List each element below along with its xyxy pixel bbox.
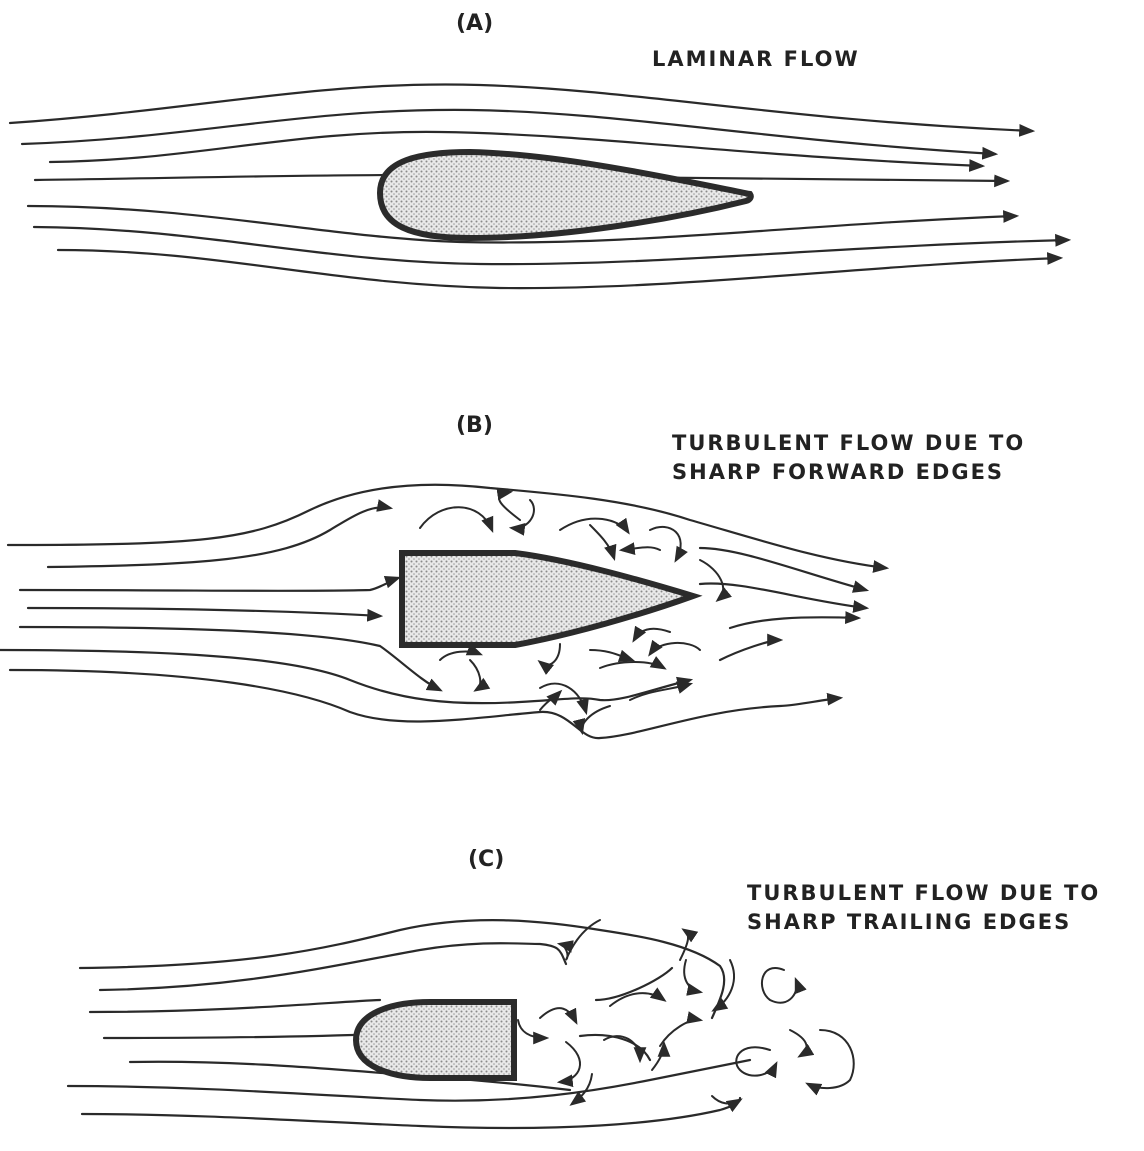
panel-b-caption-line-1: TURBULENT FLOW DUE TO	[672, 431, 1025, 455]
panel-a: (A) LAMINAR FLOW	[10, 11, 1068, 288]
panel-b: (B) TURBULENT FLOW DUE TO SHARP FORWARD …	[0, 413, 1034, 738]
panel-a-caption: LAMINAR FLOW	[652, 47, 860, 71]
panel-c-label: (C)	[468, 847, 504, 872]
panel-b-label: (B)	[456, 413, 493, 438]
panel-c: (C) TURBULENT FLOW DUE TO SHARP TRAILING…	[68, 847, 1109, 1128]
streamlined-airfoil-body	[380, 152, 751, 238]
blunt-nose-body	[402, 553, 693, 645]
panel-c-eddies	[518, 920, 854, 1104]
panel-b-caption-line-2: SHARP FORWARD EDGES	[672, 460, 1004, 484]
blunt-tail-body	[356, 1002, 514, 1078]
panel-c-caption: TURBULENT FLOW DUE TO SHARP TRAILING EDG…	[747, 881, 1109, 934]
panel-c-caption-line-2: SHARP TRAILING EDGES	[747, 910, 1071, 934]
panel-b-caption: TURBULENT FLOW DUE TO SHARP FORWARD EDGE…	[672, 431, 1034, 484]
panel-a-label: (A)	[456, 11, 493, 36]
panel-a-caption-line-1: LAMINAR FLOW	[652, 47, 860, 71]
panel-c-caption-line-1: TURBULENT FLOW DUE TO	[747, 881, 1100, 905]
